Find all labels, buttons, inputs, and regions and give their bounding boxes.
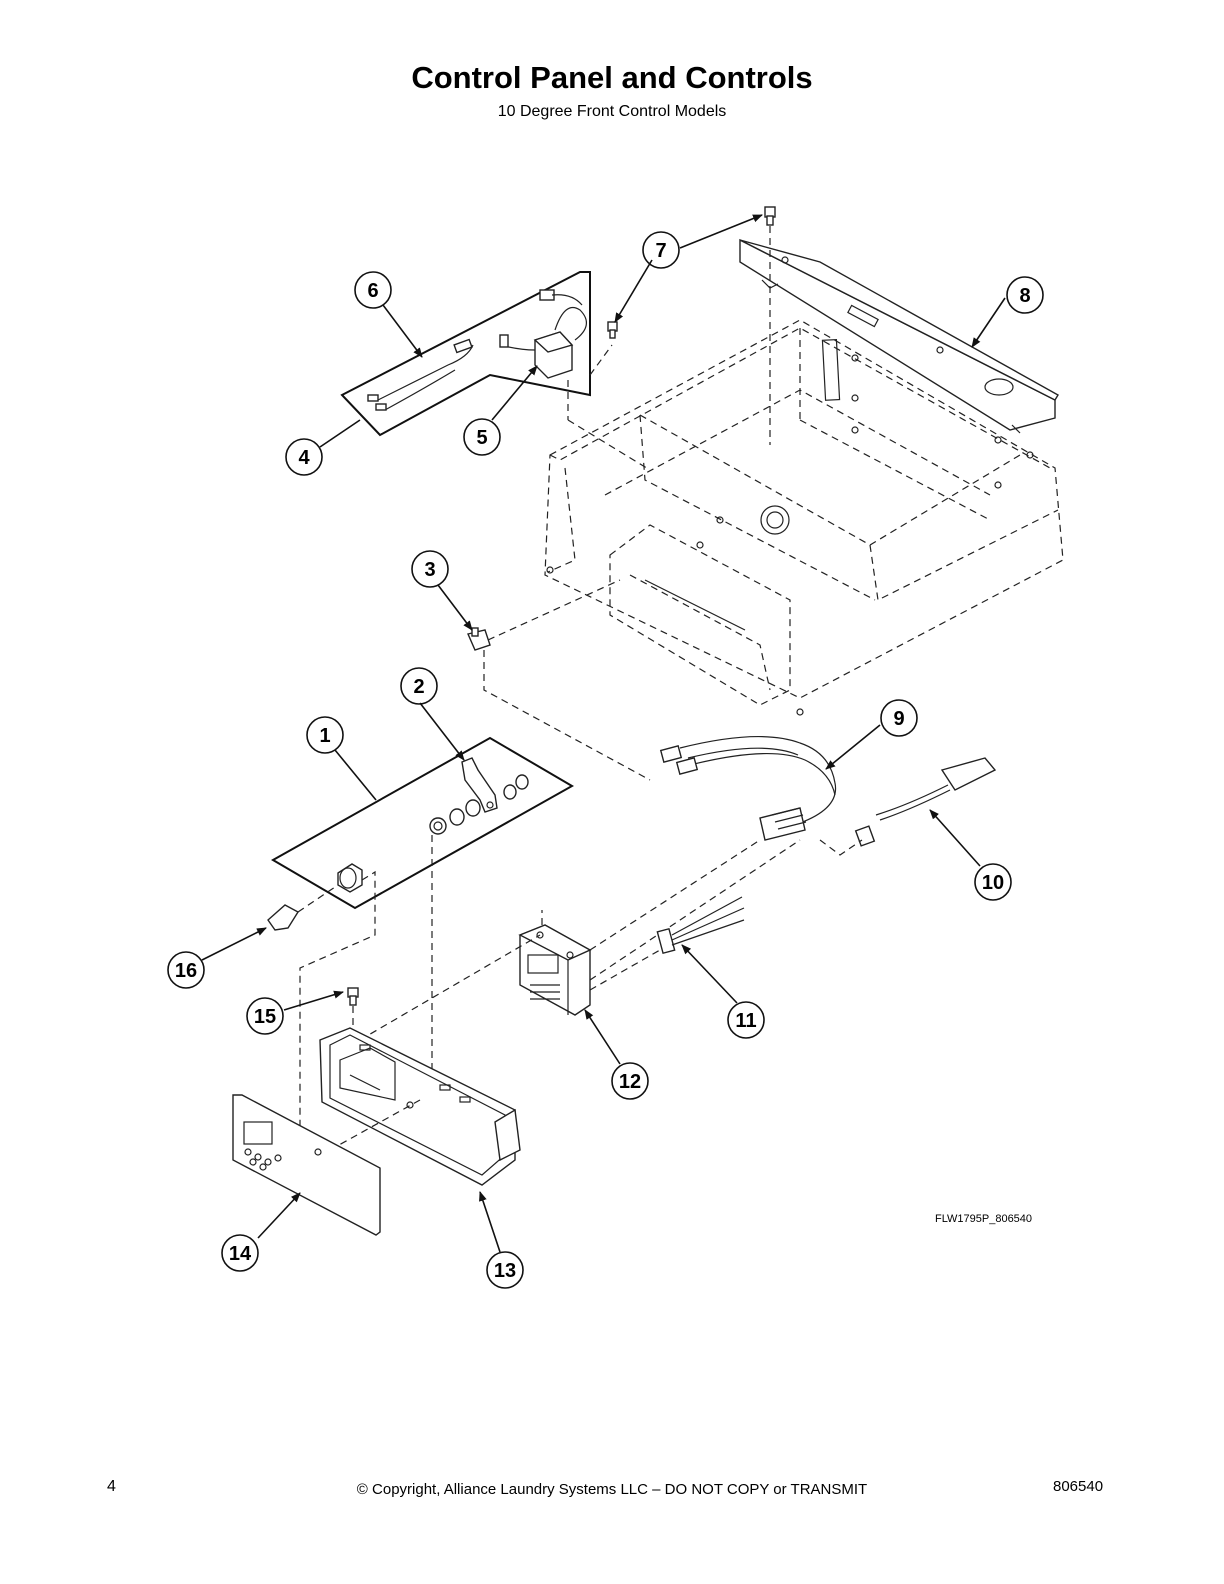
callout-5: 5: [463, 418, 501, 456]
svg-text:8: 8: [1019, 285, 1030, 307]
svg-text:11: 11: [735, 1010, 756, 1032]
svg-text:14: 14: [229, 1243, 252, 1265]
page-subtitle: 10 Degree Front Control Models: [497, 103, 727, 120]
lock-bracket-part: [429, 757, 529, 835]
callout-2: 2: [400, 667, 438, 705]
callout-11: 11: [727, 1001, 765, 1039]
svg-text:4: 4: [298, 447, 310, 469]
console-bezel-part: [319, 1027, 521, 1186]
page-title: Control Panel and Controls: [411, 60, 813, 95]
svg-text:9: 9: [893, 708, 904, 730]
callout-leaders: [201, 214, 1006, 1253]
control-module-part: [518, 839, 801, 1016]
callout-15: 15: [246, 997, 284, 1035]
callout-10: 10: [974, 863, 1012, 901]
svg-text:10: 10: [982, 872, 1004, 894]
svg-text:3: 3: [424, 559, 435, 581]
top-bracket-part: [739, 238, 1059, 434]
callout-16: 16: [167, 951, 205, 989]
callout-1: 1: [306, 716, 344, 754]
callout-13: 13: [486, 1251, 524, 1289]
svg-text:1: 1: [319, 725, 330, 747]
callout-8: 8: [1006, 276, 1044, 314]
svg-text:7: 7: [655, 240, 666, 262]
callout-6: 6: [354, 271, 392, 309]
footer-page-number: 4: [107, 1478, 116, 1495]
svg-text:16: 16: [175, 960, 197, 982]
footer-copyright: © Copyright, Alliance Laundry Systems LL…: [356, 1481, 868, 1498]
svg-text:12: 12: [619, 1071, 641, 1093]
svg-text:13: 13: [494, 1260, 516, 1282]
wire-harness-part: [659, 735, 837, 841]
svg-text:2: 2: [413, 676, 424, 698]
footer-doc-number: 806540: [1053, 1478, 1104, 1495]
callout-12: 12: [611, 1062, 649, 1100]
switch-part: [467, 579, 651, 781]
figure-reference: FLW1795P_806540: [935, 1213, 1033, 1225]
transformer-kit-frame: [340, 271, 651, 471]
panel-plate-frame: [270, 736, 575, 910]
key-and-lock-part: [267, 863, 376, 1165]
svg-text:15: 15: [254, 1006, 276, 1028]
overlay-panel-part: [232, 1094, 381, 1236]
callout-9: 9: [880, 699, 918, 737]
svg-text:6: 6: [367, 280, 378, 302]
connector-part: [589, 896, 745, 991]
callout-14: 14: [221, 1234, 259, 1272]
control-console-housing: [544, 319, 1064, 716]
callout-7: 7: [642, 231, 680, 269]
svg-text:5: 5: [476, 427, 487, 449]
panel-screw-part: [347, 835, 541, 1090]
cable-part: [819, 757, 997, 856]
callout-4: 4: [285, 438, 323, 476]
screw-part: [607, 206, 776, 445]
callout-3: 3: [411, 550, 449, 588]
